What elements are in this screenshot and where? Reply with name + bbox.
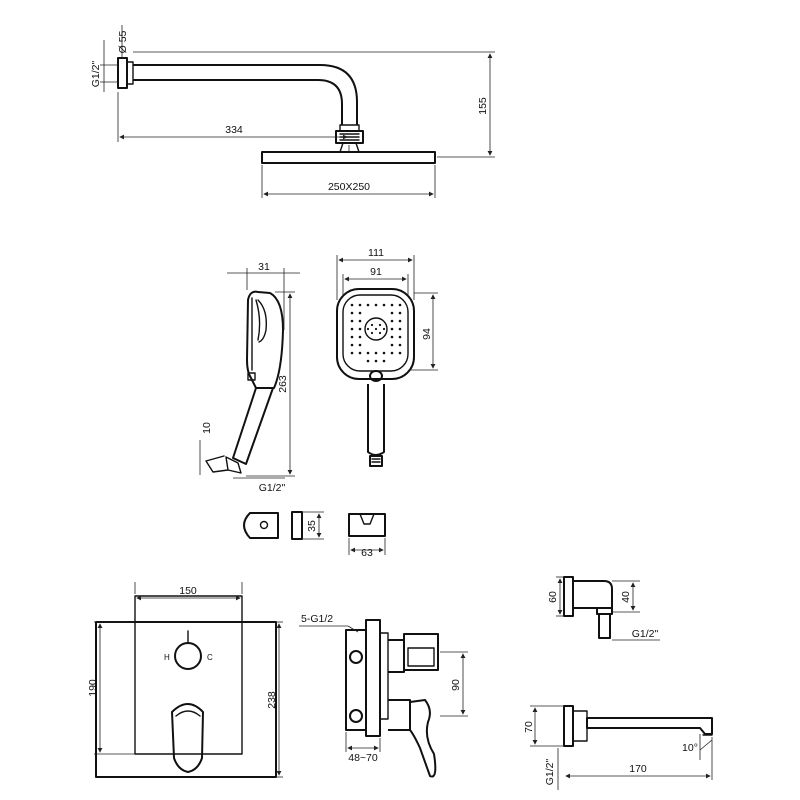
hand-shower-side-drawing: 31 263 10 G1/2" <box>199 261 300 494</box>
valve-mark-h: H <box>164 653 170 662</box>
dim-hs-front-inner: 91 <box>370 266 382 278</box>
dim-plate-inner-height: 190 <box>87 679 99 697</box>
dim-hs-side-thread: G1/2" <box>259 482 286 494</box>
box-cartridge-bottom <box>388 699 411 731</box>
arm-flange-collar <box>126 61 134 85</box>
dim-elbow-width: 40 <box>620 591 632 603</box>
face-nozzle-grid <box>350 303 402 363</box>
dim-spout-height: 70 <box>523 721 535 733</box>
holder-wall-plate <box>291 511 303 540</box>
dim-spout-angle: 10° <box>682 742 698 754</box>
shower-arm-drawing: Ø 55 G1/2" 334 155 250X250 <box>90 25 495 198</box>
dim-arm-length: 334 <box>225 124 243 136</box>
hand-shower-front-drawing: 111 91 94 <box>336 247 438 467</box>
arm-tube-top <box>133 64 358 125</box>
diverter-knob <box>174 642 202 670</box>
dim-hs-front-outer: 111 <box>368 247 384 259</box>
holder-side-view <box>243 512 279 539</box>
dim-arm-drop: 155 <box>477 97 489 115</box>
dim-arm-thread: G1/2" <box>90 60 102 87</box>
mixer-lever-front <box>171 703 204 773</box>
bath-spout-drawing: 10° 70 G1/2" 170 <box>523 705 713 790</box>
dim-head-size: 250X250 <box>328 181 370 193</box>
spout-wall-flange <box>563 705 574 747</box>
dim-arm-flange-dia: Ø 55 <box>117 30 129 53</box>
dim-holder-width: 63 <box>361 547 373 559</box>
box-frame <box>365 619 381 737</box>
wall-elbow-drawing: 60 40 G1/2" <box>547 576 660 641</box>
dim-spout-thread: G1/2" <box>544 758 556 785</box>
holder-drawings: 35 63 <box>243 511 386 559</box>
hand-shower-handle-front <box>367 384 385 456</box>
arm-tube-bottom <box>133 79 343 125</box>
elbow-hose-outlet <box>598 613 611 639</box>
dim-hs-front-height: 94 <box>421 328 433 340</box>
head-nozzles <box>271 162 425 164</box>
plate-inner-box <box>134 595 243 755</box>
dim-hs-side-depth: 31 <box>258 261 270 273</box>
overhead-shower-head <box>261 151 436 164</box>
hand-shower-face-outer <box>336 288 415 380</box>
elbow-wall-flange <box>563 576 574 617</box>
elbow-body <box>573 580 613 609</box>
spout-body <box>586 717 713 735</box>
hand-shower-connector <box>369 455 383 467</box>
dim-elbow-height: 60 <box>547 591 559 603</box>
box-knob-side <box>403 633 439 671</box>
hand-shower-handle-side <box>232 387 274 465</box>
dim-holder-depth: 35 <box>306 520 318 532</box>
dim-box-depth: 48~70 <box>348 752 378 764</box>
dim-hs-side-length: 263 <box>277 375 289 393</box>
plate-cover <box>95 621 277 778</box>
dim-plate-outer-height: 238 <box>266 691 278 709</box>
arm-wall-flange <box>117 57 128 89</box>
box-port-lower <box>349 709 363 723</box>
holder-front-view <box>348 513 386 537</box>
dim-plate-inner-width: 150 <box>179 585 197 597</box>
concealed-box-drawing: 5-G1/2 90 48~70 <box>299 613 468 778</box>
box-cartridge-top <box>388 639 405 673</box>
dim-elbow-thread: G1/2" <box>632 628 659 640</box>
face-center-ring <box>364 317 388 341</box>
mixer-lever-side <box>409 699 437 778</box>
dim-box-thread: 5-G1/2 <box>301 613 333 625</box>
valve-mark-c: C <box>207 653 213 662</box>
mixer-plate-drawing: H C 150 190 238 <box>87 582 283 778</box>
box-port-upper <box>349 650 363 664</box>
dim-hs-hose-angle: 10 <box>201 422 213 434</box>
dim-box-spacing: 90 <box>450 679 462 691</box>
dim-spout-length: 170 <box>629 763 647 775</box>
box-body-left <box>345 629 367 731</box>
mode-button <box>369 370 383 382</box>
